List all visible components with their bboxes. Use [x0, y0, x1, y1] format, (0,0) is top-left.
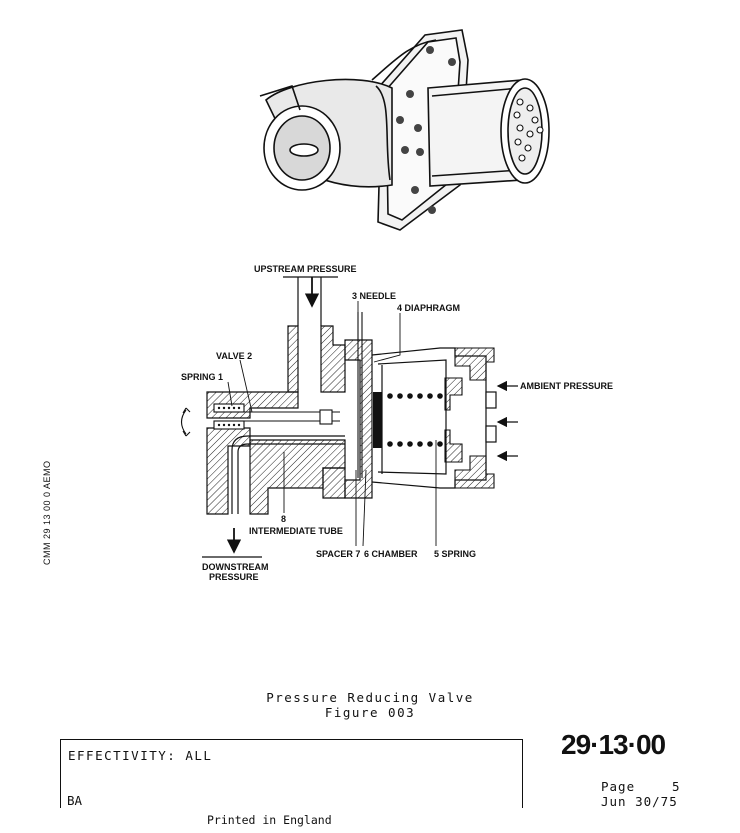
- operator-code: BA: [67, 793, 83, 808]
- valve-illustration: UPSTREAM PRESSURE 3 NEEDLE 4 DIAPHRAGM V…: [180, 29, 613, 582]
- label-downstream-2: PRESSURE: [209, 572, 259, 582]
- label-intermediate-tube: INTERMEDIATE TUBE: [249, 526, 343, 536]
- label-spring-1: SPRING 1: [181, 372, 223, 382]
- printed-in-england: Printed in England: [207, 813, 332, 827]
- label-spacer: SPACER 7: [316, 549, 360, 559]
- page-label: Page: [601, 779, 636, 794]
- revision-date: Jun 30/75: [601, 794, 678, 809]
- effectivity-box: [60, 739, 523, 808]
- effectivity-label: EFFECTIVITY: ALL: [68, 748, 213, 763]
- label-diaphragm: 4 DIAPHRAGM: [397, 303, 460, 313]
- label-needle: 3 NEEDLE: [352, 291, 396, 301]
- valve-isometric-drawing: [259, 29, 550, 231]
- label-ambient-pressure: AMBIENT PRESSURE: [520, 381, 613, 391]
- figure-number: Figure 003: [324, 705, 416, 720]
- label-valve: VALVE 2: [216, 351, 252, 361]
- valve-cross-section-diagram: UPSTREAM PRESSURE 3 NEEDLE 4 DIAPHRAGM V…: [180, 264, 613, 582]
- label-downstream-1: DOWNSTREAM: [202, 562, 269, 572]
- chapter-number: 29·13·00: [561, 729, 666, 760]
- side-reference-code: CMM 29 13 00 0 AEMO: [42, 460, 52, 565]
- page-number: 5: [672, 779, 680, 794]
- label-chamber: 6 CHAMBER: [364, 549, 418, 559]
- label-upstream-pressure: UPSTREAM PRESSURE: [254, 264, 357, 274]
- figure-title: Pressure Reducing Valve: [266, 690, 474, 705]
- label-tube-number: 8: [281, 514, 286, 524]
- label-spring-5: 5 SPRING: [434, 549, 476, 559]
